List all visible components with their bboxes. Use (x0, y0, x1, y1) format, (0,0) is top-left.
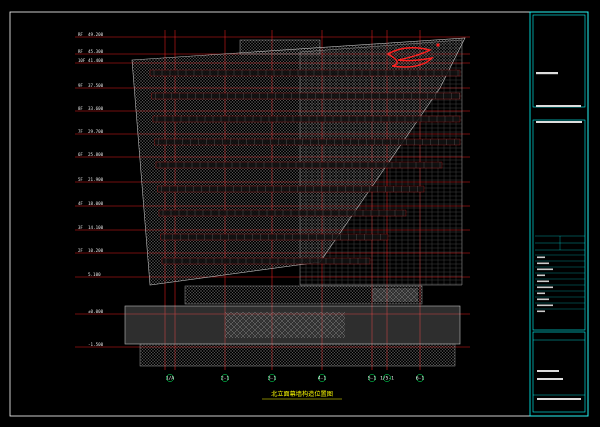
level-elevation: 10.200 (88, 248, 104, 253)
level-floor: 6F (78, 152, 83, 157)
level-elevation: 33.600 (88, 106, 104, 111)
svg-text:3-1: 3-1 (268, 376, 277, 382)
level-elevation: 5.100 (88, 272, 101, 277)
level-floor: 5F (78, 177, 83, 182)
level-floor: 3F (78, 225, 83, 230)
level-elevation: 25.800 (88, 152, 104, 157)
axis-tag: 2-1 (221, 374, 230, 382)
drawing-title: 北立面幕墙构造位置图 (271, 390, 333, 398)
level-floor: 4F (78, 201, 83, 206)
level-floor: RF (78, 49, 83, 54)
level-elevation: 29.700 (88, 129, 104, 134)
level-elevation: 37.500 (88, 83, 104, 88)
svg-text:1/A: 1/A (166, 376, 175, 382)
level-floor: RF (78, 32, 83, 37)
building-facade (124, 37, 466, 367)
level-floor: 7F (78, 129, 83, 134)
svg-text:1/5-1: 1/5-1 (380, 376, 394, 382)
axis-tag: 1/A (166, 374, 175, 382)
axis-tag: 6-1 (416, 374, 425, 382)
level-marker: RF 49.200 (75, 32, 470, 38)
axis-tag: 5-1 (368, 374, 377, 382)
level-floor: 8F (78, 106, 83, 111)
title-block (529, 11, 589, 417)
level-elevation: 18.000 (88, 201, 104, 206)
svg-text:4-1: 4-1 (318, 376, 327, 382)
level-floor: 2F (78, 248, 83, 253)
level-elevation: 41.400 (88, 58, 104, 63)
axis-tag: 4-1 (318, 374, 327, 382)
level-elevation: ±0.000 (88, 309, 104, 314)
level-elevation: 21.900 (88, 177, 104, 182)
axis-tag: 3-1 (268, 374, 277, 382)
level-elevation: -1.500 (88, 342, 104, 347)
svg-text:2-1: 2-1 (221, 376, 230, 382)
level-floor: 10F (78, 58, 86, 63)
ribbon-logo-icon (386, 43, 440, 68)
level-floor: 9F (78, 83, 83, 88)
svg-text:5-1: 5-1 (368, 376, 377, 382)
level-elevation: 45.300 (88, 49, 104, 54)
svg-text:6-1: 6-1 (416, 376, 425, 382)
axis-tag: 1/5-1 (380, 374, 394, 382)
level-elevation: 49.200 (88, 32, 104, 37)
level-elevation: 14.100 (88, 225, 104, 230)
